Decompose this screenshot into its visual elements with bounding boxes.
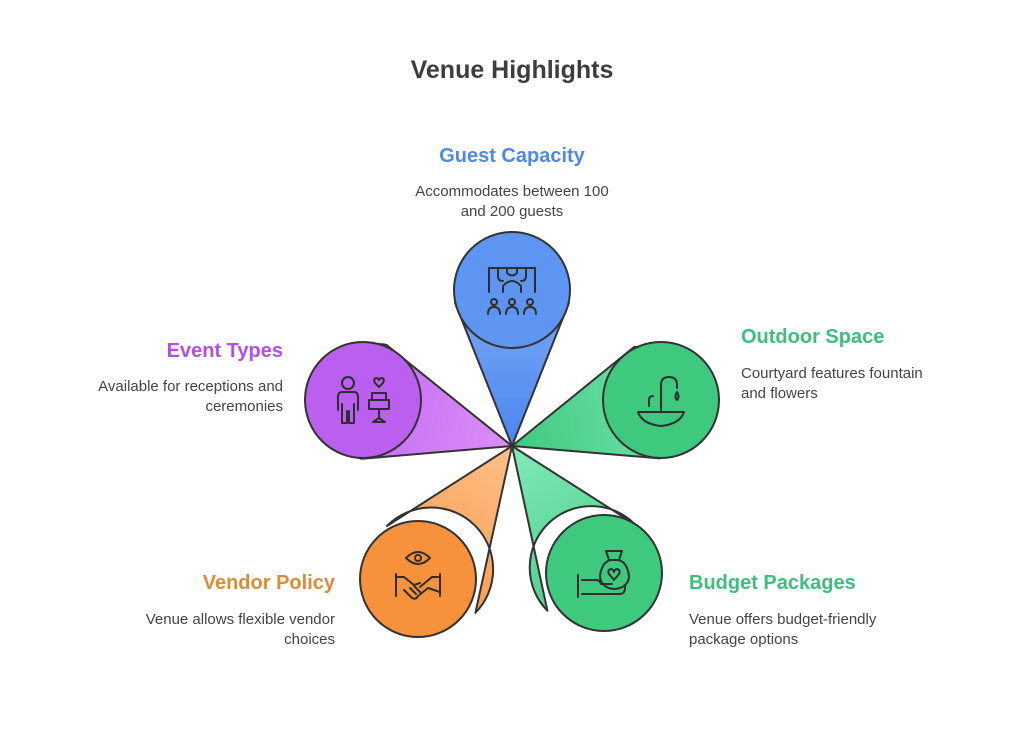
petal-budget-packages bbox=[511, 445, 663, 632]
seating-arrangement-icon bbox=[487, 267, 537, 315]
event-types-heading: Event Types bbox=[166, 340, 283, 362]
wedding-couple-cake-icon bbox=[337, 376, 390, 424]
money-bag-hand-icon bbox=[577, 550, 630, 598]
petal-vendor-policy bbox=[359, 445, 513, 638]
outdoor-space-description: Courtyard features fountain and flowers bbox=[741, 365, 923, 402]
vendor-policy-heading: Vendor Policy bbox=[202, 572, 335, 594]
event-types-description: Available for receptions and ceremonies bbox=[98, 378, 283, 415]
budget-packages-heading: Budget Packages bbox=[689, 572, 856, 594]
petal-event-types bbox=[304, 341, 513, 460]
diagram-title: Venue Highlights bbox=[410, 56, 614, 84]
fountain-icon bbox=[637, 376, 685, 427]
guest-capacity-heading: Guest Capacity bbox=[439, 145, 585, 167]
handshake-eye-icon bbox=[395, 551, 441, 600]
petal-guest-capacity bbox=[453, 231, 571, 447]
outdoor-space-heading: Outdoor Space bbox=[741, 326, 885, 348]
budget-packages-description: Venue offers budget-friendly package opt… bbox=[689, 611, 877, 648]
vendor-policy-description: Venue allows flexible vendor choices bbox=[145, 611, 335, 648]
guest-capacity-description: Accommodates between 100 and 200 guests bbox=[415, 183, 609, 220]
